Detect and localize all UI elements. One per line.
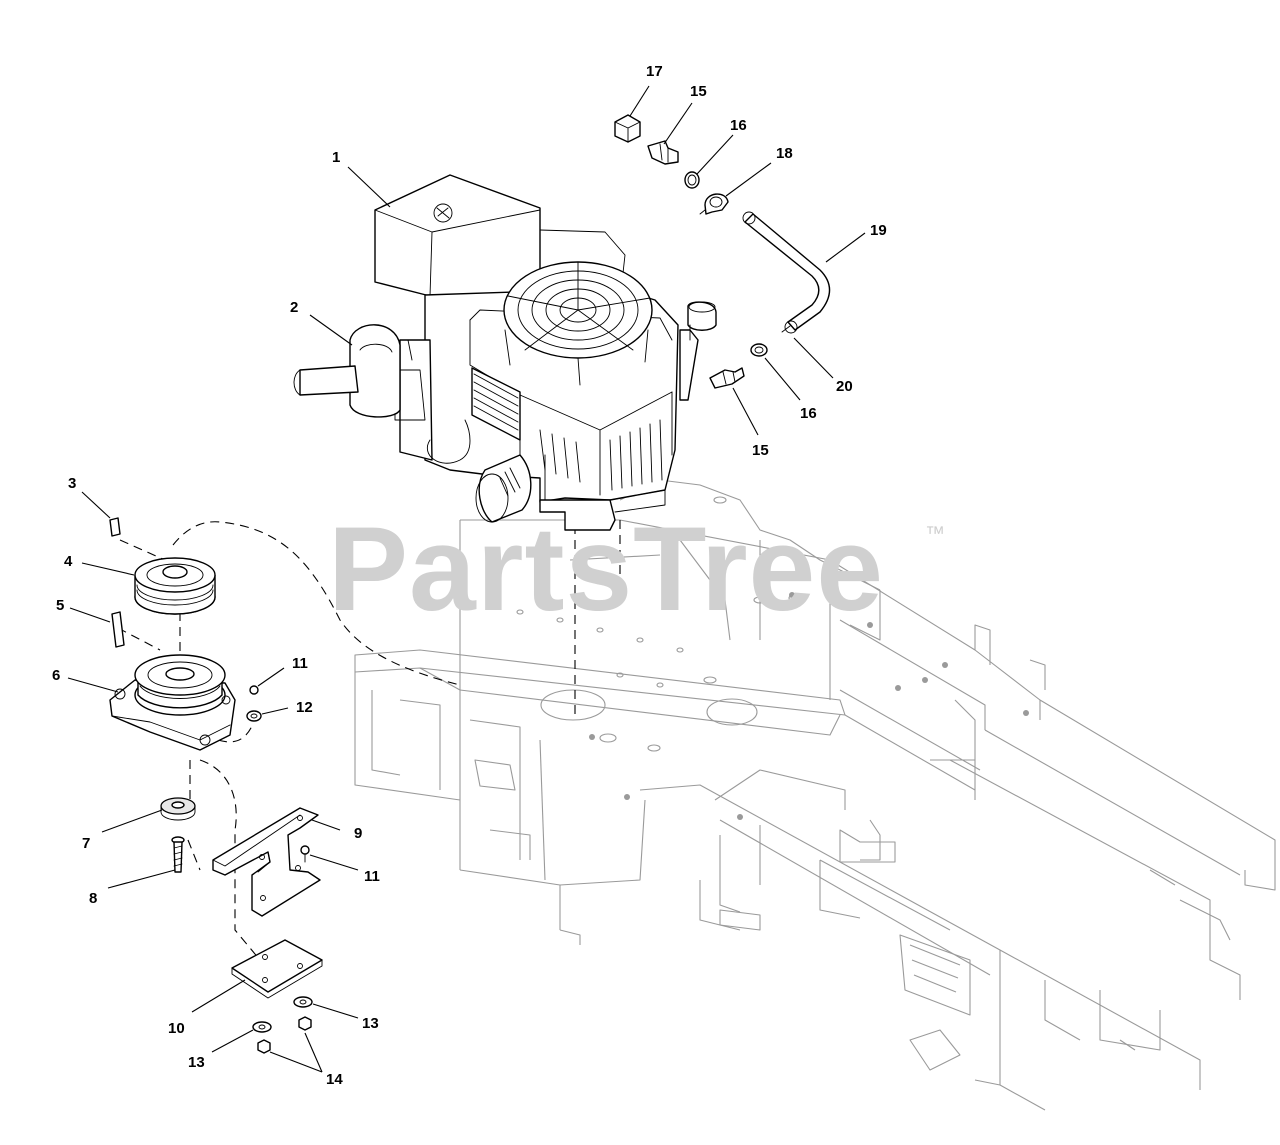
- pulley-clutch-assembly: [109, 517, 461, 961]
- callout-7: 7: [82, 835, 90, 852]
- callout-4: 4: [64, 553, 73, 570]
- callout-labels: 1 2 3 4 5 6 7 8 9 10 11 12 11 13 13 14 1…: [52, 63, 887, 1088]
- watermark-trademark: ™: [925, 523, 945, 545]
- callout-5: 5: [56, 597, 64, 614]
- callout-8: 8: [89, 890, 97, 907]
- engine-mount-lines: [574, 520, 621, 715]
- brackets-hardware: [212, 685, 323, 1054]
- callout-14: 14: [326, 1071, 343, 1088]
- callout-10: 10: [168, 1020, 185, 1037]
- callout-9: 9: [354, 825, 362, 842]
- callout-11-upper: 11: [292, 655, 308, 672]
- callout-20: 20: [836, 378, 853, 395]
- callout-13-left: 13: [188, 1054, 205, 1071]
- callout-18: 18: [776, 145, 793, 162]
- engine: [293, 174, 717, 531]
- fuel-fittings: [614, 114, 831, 389]
- chassis-frame: [354, 479, 1276, 1111]
- callout-2: 2: [290, 299, 298, 316]
- callout-15-upper: 15: [690, 83, 707, 100]
- callout-16-lower: 16: [800, 405, 817, 422]
- watermark-brand: PartsTree: [328, 502, 884, 636]
- callout-13-right: 13: [362, 1015, 379, 1032]
- leader-lines: [67, 85, 866, 1073]
- callout-1: 1: [332, 149, 340, 166]
- callout-17: 17: [646, 63, 663, 80]
- callout-11-lower: 11: [364, 868, 380, 885]
- callout-19: 19: [870, 222, 887, 239]
- callout-15-lower: 15: [752, 442, 769, 459]
- callout-12: 12: [296, 699, 313, 716]
- callout-6: 6: [52, 667, 60, 684]
- callout-16-upper: 16: [730, 117, 747, 134]
- callout-3: 3: [68, 475, 76, 492]
